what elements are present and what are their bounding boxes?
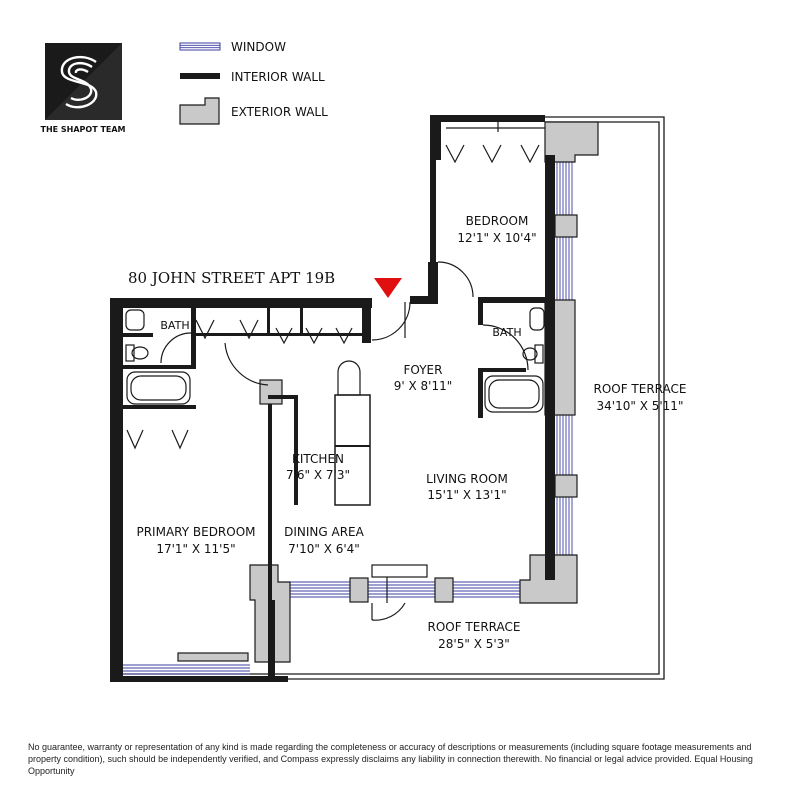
- roof-terrace-south-dims: 28'5" X 5'3": [438, 637, 510, 651]
- bedroom-name: BEDROOM: [466, 214, 529, 228]
- bath-right-name: BATH: [492, 326, 521, 339]
- legend-window-label: WINDOW: [231, 40, 286, 54]
- foyer-name: FOYER: [404, 363, 443, 377]
- living-room-name: LIVING ROOM: [426, 472, 508, 486]
- terrace-outline: [118, 116, 665, 680]
- dining-area-name: DINING AREA: [284, 525, 365, 539]
- foyer-dims: 9' X 8'11": [394, 379, 453, 393]
- walls: [110, 115, 555, 682]
- kitchen-dims: 7'6" X 7'3": [286, 468, 350, 482]
- legend-window-swatch: [179, 42, 221, 51]
- bath-left-name: BATH: [160, 319, 189, 332]
- brand-name: THE SHAPOT TEAM: [40, 125, 125, 134]
- address-title: 80 JOHN STREET APT 19B: [128, 269, 335, 287]
- legend-exterior-wall-label: EXTERIOR WALL: [231, 105, 328, 119]
- dining-area-dims: 7'10" X 6'4": [288, 542, 360, 556]
- primary-bedroom-name: PRIMARY BEDROOM: [136, 525, 255, 539]
- living-room-dims: 15'1" X 13'1": [427, 488, 506, 502]
- primary-bedroom-dims: 17'1" X 11'5": [156, 542, 235, 556]
- legend: WINDOW INTERIOR WALL EXTERIOR WALL: [179, 40, 328, 125]
- roof-terrace-east-name: ROOF TERRACE: [593, 382, 686, 396]
- legend-interior-wall-label: INTERIOR WALL: [231, 70, 325, 84]
- legend-exterior-wall-swatch: [179, 97, 220, 125]
- disclaimer-text: No guarantee, warranty or representation…: [28, 742, 753, 776]
- roof-terrace-south-name: ROOF TERRACE: [427, 620, 520, 634]
- exterior-wall-blocks: [177, 121, 599, 663]
- bedroom-dims: 12'1" X 10'4": [457, 231, 536, 245]
- room-labels: BEDROOM 12'1" X 10'4" BATH BATH FOYER 9'…: [136, 214, 686, 651]
- logo-swirl-icon: [60, 55, 98, 109]
- kitchen-name: KITCHEN: [292, 452, 344, 466]
- fixtures: [125, 122, 545, 621]
- brand-logo: THE SHAPOT TEAM: [40, 43, 126, 134]
- entry-marker-icon: [374, 278, 402, 298]
- legend-interior-wall-swatch: [180, 73, 220, 79]
- roof-terrace-east-dims: 34'10" X 5'11": [597, 399, 684, 413]
